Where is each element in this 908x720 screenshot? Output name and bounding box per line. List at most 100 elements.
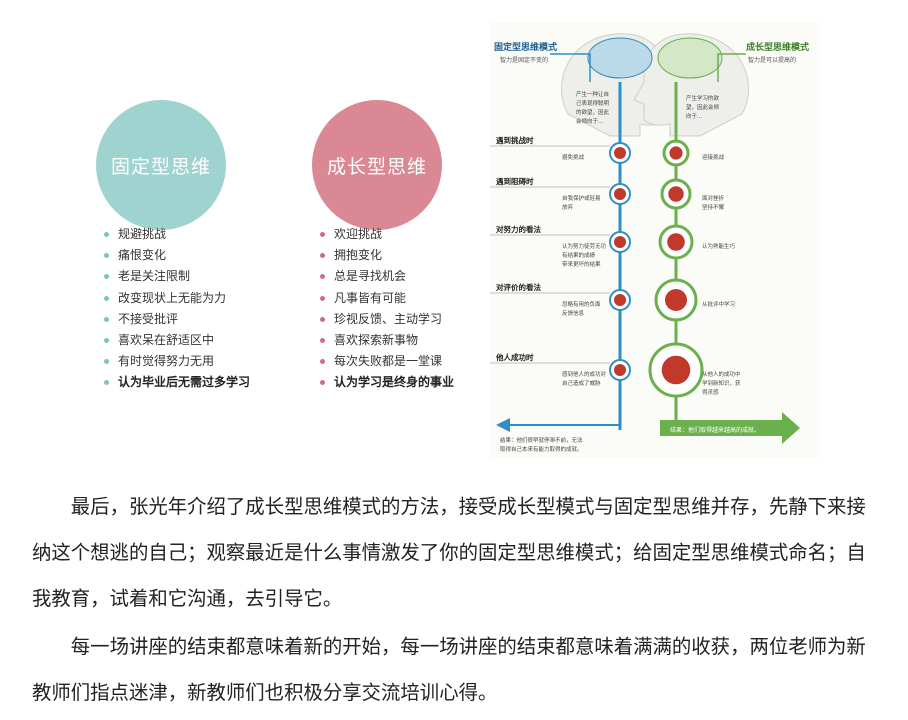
growth-title-connector: [717, 53, 746, 82]
bullet-icon: [104, 274, 109, 280]
row-label: 对努力的看法: [496, 224, 541, 234]
fixed-row-note: 忽略有用的负面: [562, 300, 601, 308]
growth-row-note: 从他人的成功中: [702, 370, 741, 378]
list-item-text: 规避挑战: [118, 227, 167, 241]
list-item-text: 喜欢呆在舒适区中: [118, 332, 215, 347]
bullet-icon: [320, 274, 325, 280]
growth-head-note: 望，因此会倾: [686, 103, 720, 111]
fixed-list-item: 规避挑战: [104, 224, 250, 245]
fixed-row-note: 自我保护或轻易: [562, 194, 601, 202]
row-label: 遇到阻碍时: [496, 176, 534, 186]
fixed-mindset-list: 规避挑战痛恨变化老是关注限制改变现状上无能为力不接受批评喜欢呆在舒适区中有时觉得…: [104, 224, 250, 394]
row-label: 遇到挑战时: [496, 135, 534, 145]
list-item-text: 认为学习是终身的事业: [334, 375, 455, 390]
growth-row-note: 面对挫折: [702, 194, 725, 202]
list-item-text: 痛恨变化: [118, 248, 167, 263]
mindset-diagram: 固定型思维模式智力是固定不变的 成长型思维模式智力是可以提高的产生一种让自己表现得…: [490, 22, 820, 458]
fixed-row-note: 认为努力徒劳无功: [562, 242, 607, 250]
list-item-text: 喜欢探索新事物: [334, 332, 419, 347]
growth-row-note: 认为熟能生巧: [702, 242, 736, 250]
list-item-text: 珍视反馈、主动学习: [334, 311, 443, 326]
growth-list-item: 喜欢探索新事物: [320, 330, 454, 351]
growth-result-text: 结果：他们取得越来越高的成就。: [670, 426, 760, 434]
bullet-icon: [104, 359, 109, 365]
growth-node-inner-icon: [669, 146, 683, 160]
growth-mindset-circle: 成长型思维: [312, 100, 442, 230]
growth-head-note: 产生学习的欲: [686, 94, 720, 102]
list-item-text: 总是寻找机会: [334, 269, 407, 284]
fixed-list-item: 痛恨变化: [104, 245, 250, 266]
fixed-row-note: 反馈信息: [562, 309, 585, 317]
fixed-row-note: 有结果的成绩: [562, 251, 596, 259]
growth-row-note: 得灵感: [702, 388, 719, 396]
bullet-icon: [320, 253, 325, 259]
fixed-row-note: 带来更坏的结果: [562, 260, 601, 268]
bullet-icon: [104, 316, 109, 322]
fixed-mode-subtitle: 智力是固定不变的: [500, 56, 548, 64]
growth-row-note: 学到新知识，获: [702, 379, 741, 387]
fixed-node-inner-icon: [614, 294, 626, 306]
row-label: 对评价的看法: [496, 282, 541, 292]
list-item-text: 每次失败都是一堂课: [334, 354, 443, 369]
fixed-title-connector: [550, 53, 591, 82]
growth-list-item: 珍视反馈、主动学习: [320, 309, 454, 330]
fixed-result-text: 结果：他们很早就停滞不前，无法: [500, 436, 583, 444]
bullet-icon: [104, 338, 109, 344]
fixed-mindset-circle: 固定型思维: [96, 100, 226, 230]
growth-node-inner-icon: [668, 186, 684, 202]
growth-head-note: 向于...: [686, 112, 702, 120]
list-item-text: 拥抱变化: [334, 248, 383, 263]
body-paragraph-1: 最后，张光年介绍了成长型思维模式的方法，接受成长型模式与固定型思维并存，先静下来…: [32, 495, 866, 610]
fixed-brain-icon: [587, 37, 653, 79]
fixed-mindset-title: 固定型思维: [110, 155, 211, 178]
list-item-text: 欢迎挑战: [334, 227, 383, 241]
bullet-icon: [320, 316, 325, 322]
growth-result-arrow-icon: [660, 412, 800, 444]
fixed-list-item: 不接受批评: [104, 309, 250, 330]
fixed-list-item: 老是关注限制: [104, 266, 250, 287]
fixed-mode-title: 固定型思维模式: [494, 41, 557, 53]
fixed-row-note: 避免挑战: [562, 153, 585, 161]
fixed-node-inner-icon: [614, 364, 626, 376]
fixed-result-arrow-icon: [496, 418, 510, 432]
bullet-icon: [320, 232, 325, 238]
fixed-list-item: 改变现状上无能为力: [104, 288, 250, 309]
bullet-icon: [104, 295, 109, 301]
growth-node-inner-icon: [665, 289, 687, 311]
growth-row-note: 迎接挑战: [702, 153, 725, 161]
fixed-head-note: 己表现得聪明: [576, 99, 610, 107]
fixed-list-item: 喜欢呆在舒适区中: [104, 330, 250, 351]
bullet-icon: [320, 338, 325, 344]
growth-mindset-list: 欢迎挑战拥抱变化总是寻找机会凡事皆有可能珍视反馈、主动学习喜欢探索新事物每次失败…: [320, 224, 454, 394]
bullet-icon: [104, 253, 109, 259]
fixed-result-text: 取得自己本来有能力取得的成就。: [500, 445, 583, 453]
growth-node-inner-icon: [667, 233, 685, 251]
growth-mode-title: 成长型思维模式: [746, 41, 809, 53]
fixed-node-inner-icon: [614, 147, 626, 159]
growth-list-item: 认为学习是终身的事业: [320, 372, 454, 393]
growth-list-item: 总是寻找机会: [320, 266, 454, 287]
fixed-head-note: 产生一种让自: [576, 90, 609, 98]
bullet-icon: [104, 232, 109, 238]
fixed-head-note: 的欲望，因此: [576, 108, 610, 116]
fixed-row-note: 自己造成了威胁: [562, 379, 601, 387]
growth-list-item: 欢迎挑战: [320, 224, 454, 245]
list-item-text: 老是关注限制: [118, 269, 191, 284]
fixed-node-inner-icon: [614, 188, 626, 200]
fixed-list-item: 认为毕业后无需过多学习: [104, 372, 250, 393]
growth-list-item: 每次失败都是一堂课: [320, 351, 454, 372]
list-item-text: 凡事皆有可能: [334, 290, 407, 305]
bullet-icon: [320, 295, 325, 301]
fixed-list-item: 有时觉得努力无用: [104, 351, 250, 372]
fixed-row-note: 放弃: [562, 203, 574, 211]
list-item-text: 不接受批评: [118, 311, 179, 326]
bullet-icon: [320, 380, 325, 386]
fixed-result-connector: [508, 418, 621, 426]
list-item-text: 认为毕业后无需过多学习: [118, 375, 251, 390]
growth-mode-subtitle: 智力是可以提高的: [748, 56, 796, 64]
fixed-head-note: 会倾向于...: [576, 117, 603, 125]
list-item-text: 改变现状上无能为力: [118, 290, 227, 305]
growth-mindset-title: 成长型思维: [326, 155, 427, 178]
growth-row-note: 坚持不懈: [702, 203, 725, 211]
bullet-icon: [104, 380, 109, 386]
